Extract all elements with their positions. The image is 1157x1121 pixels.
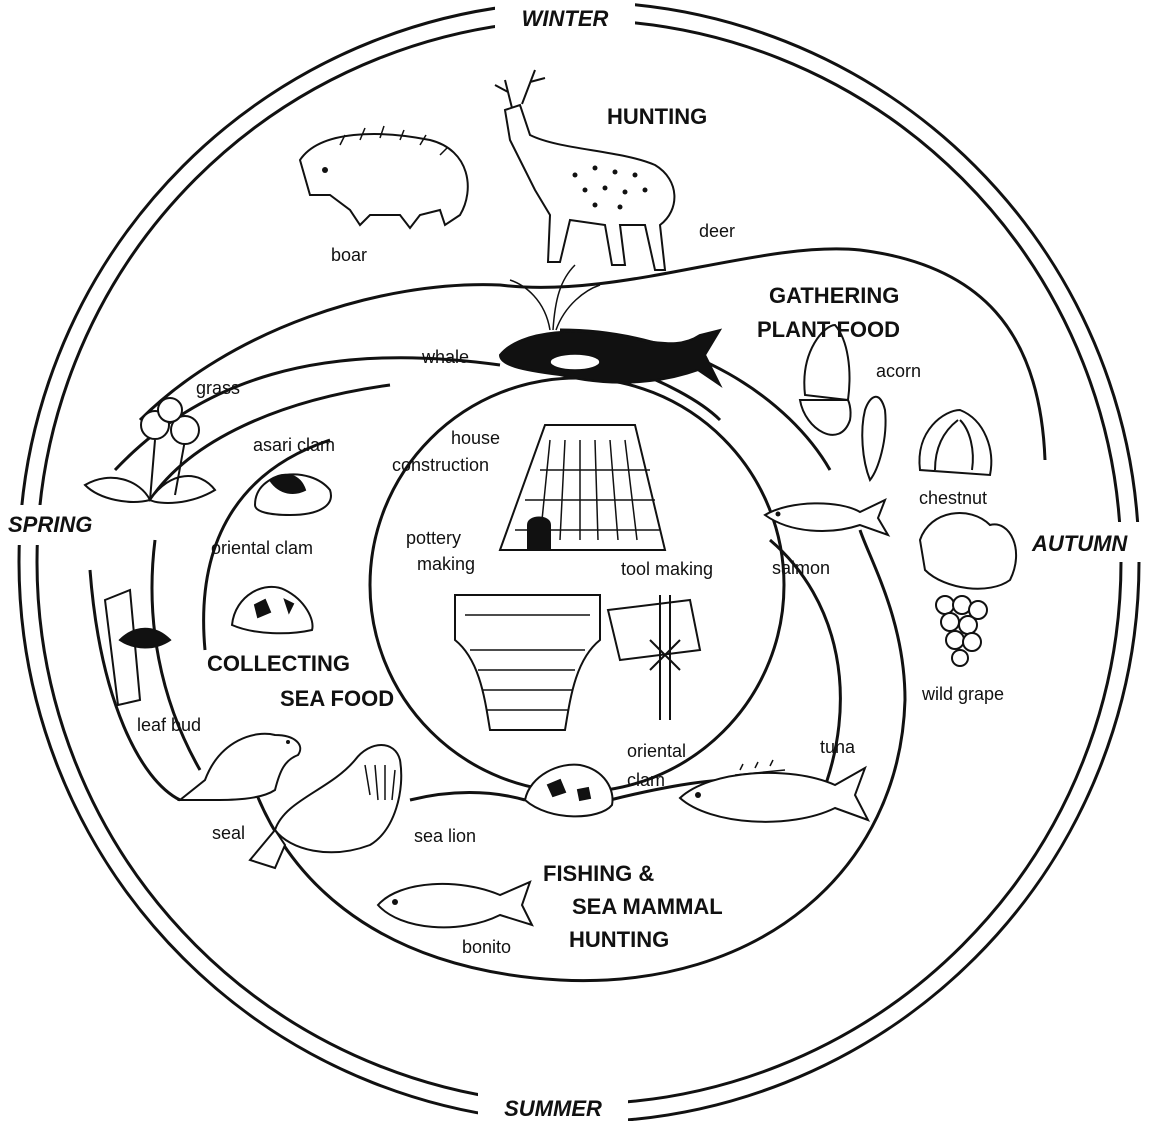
tool-making-label: tool making [621, 559, 713, 579]
tuna-label: tuna [820, 737, 856, 757]
season-autumn: AUTUMN [1031, 531, 1128, 556]
grass-illustration [85, 398, 215, 503]
activity-fishing-line1: FISHING & [543, 861, 654, 886]
sea-lion-label: sea lion [414, 826, 476, 846]
bonito-illustration [378, 882, 532, 927]
deer-label: deer [699, 221, 735, 241]
activity-fishing-line3: HUNTING [569, 927, 669, 952]
activity-collecting-line1: COLLECTING [207, 651, 350, 676]
boar-label: boar [331, 245, 367, 265]
band-gathering-inner [115, 330, 830, 470]
chestnut-illustration [919, 410, 991, 475]
oriental-clam-bottom-illustration [525, 765, 613, 817]
asari-clam-illustration [255, 474, 331, 515]
wild-grape-illustration [920, 513, 1016, 666]
seal-label: seal [212, 823, 245, 843]
deer-illustration [495, 70, 674, 270]
oriental-clam-2-label-2: clam [627, 770, 665, 790]
activity-fishing-line2: SEA MAMMAL [572, 894, 723, 919]
grass-label: grass [196, 378, 240, 398]
pottery-making-label-2: making [417, 554, 475, 574]
oriental-clam-label: oriental clam [211, 538, 313, 558]
house-illustration [500, 425, 665, 550]
pottery-making-label-1: pottery [406, 528, 461, 548]
whale-label: whale [421, 347, 469, 367]
bonito-label: bonito [462, 937, 511, 957]
season-summer: SUMMER [504, 1096, 602, 1121]
activity-collecting-line2: SEA FOOD [280, 686, 394, 711]
activity-gathering-line1: GATHERING [769, 283, 899, 308]
band-right-inner [770, 540, 840, 800]
acorn-label: acorn [876, 361, 921, 381]
house-construction-label-1: house [451, 428, 500, 448]
tuna-illustration [680, 760, 868, 822]
season-winter: WINTER [522, 6, 609, 31]
boar-illustration [300, 126, 468, 228]
wild-grape-label: wild grape [921, 684, 1004, 704]
tool-illustration [608, 595, 700, 720]
pottery-illustration [455, 595, 600, 730]
activity-hunting: HUNTING [607, 104, 707, 129]
leaf-bud-label: leaf bud [137, 715, 201, 735]
oriental-clam-illustration [232, 587, 313, 633]
oriental-clam-2-label-1: oriental [627, 741, 686, 761]
salmon-illustration [765, 500, 888, 535]
band-collect-outer [152, 540, 200, 770]
leaf-bud-illustration [105, 590, 170, 705]
house-construction-label-2: construction [392, 455, 489, 475]
chestnut-label: chestnut [919, 488, 987, 508]
season-spring: SPRING [8, 512, 92, 537]
salmon-label: salmon [772, 558, 830, 578]
activity-gathering-line2: PLANT FOOD [757, 317, 900, 342]
acorn-illustration [800, 325, 886, 480]
asari-clam-label: asari clam [253, 435, 335, 455]
